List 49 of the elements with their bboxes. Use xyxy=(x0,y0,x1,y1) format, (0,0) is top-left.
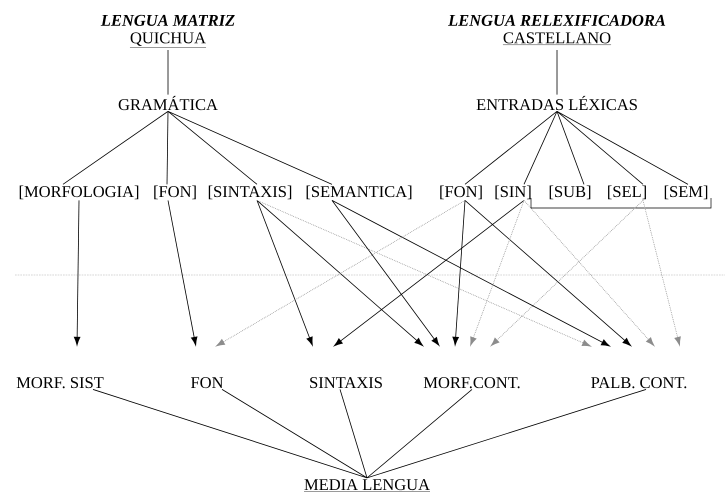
arrow xyxy=(490,200,644,346)
connector-line xyxy=(556,110,688,185)
category-label: GRAMÁTICA xyxy=(118,96,218,110)
arrow xyxy=(332,200,440,346)
feature-label: [MORFOLOGIA] xyxy=(20,186,138,200)
arrow xyxy=(74,200,80,346)
connector-line xyxy=(366,389,472,478)
category-label: ENTRADAS LÉXICAS xyxy=(476,96,637,110)
arrow xyxy=(470,200,524,346)
arrow xyxy=(334,200,524,346)
connector-line xyxy=(556,110,584,185)
language-heading: LENGUA MATRIZ QUICHUA xyxy=(100,14,235,48)
arrow xyxy=(256,200,591,346)
arrow xyxy=(216,200,466,346)
component-label: MORF.CONT. xyxy=(424,377,520,388)
connector-line xyxy=(524,110,558,185)
feature-label: [SUB] xyxy=(550,186,590,200)
arrow xyxy=(332,200,610,346)
component-label: PALB. CONT. xyxy=(591,377,686,388)
feature-label: [FON] xyxy=(440,186,482,200)
feature-label: [SIN] xyxy=(495,186,531,200)
connector-line xyxy=(464,110,558,185)
connector-line xyxy=(92,389,368,478)
connector-line xyxy=(222,388,368,478)
component-label: MORF. SIST xyxy=(16,377,104,388)
connector-line xyxy=(340,388,368,478)
arrow xyxy=(256,200,313,346)
arrow xyxy=(256,200,424,346)
connector-line xyxy=(556,110,644,185)
connector-line xyxy=(168,110,332,185)
arrow xyxy=(642,200,681,346)
feature-label: [SEL] xyxy=(608,186,646,200)
component-label: FON xyxy=(190,377,224,388)
connector-line xyxy=(168,110,258,185)
feature-label: [SEMANTICA] xyxy=(306,186,412,200)
connector-line xyxy=(366,389,646,478)
feature-label: [FON] xyxy=(154,186,196,200)
result-label: MEDIA LENGUA xyxy=(304,479,430,492)
connector-line xyxy=(62,110,168,185)
feature-label: [SEM] xyxy=(664,186,708,200)
component-label: SINTAXIS xyxy=(310,377,382,388)
connector-line xyxy=(166,110,168,185)
arrow xyxy=(168,200,198,346)
arrow xyxy=(464,200,632,346)
arrow xyxy=(452,200,466,346)
feature-label: [SINTAXIS] xyxy=(208,186,292,200)
language-heading: LENGUA RELEXIFICADORA CASTELLANO xyxy=(448,14,666,46)
arrow xyxy=(524,200,654,346)
connector-line xyxy=(556,50,558,96)
